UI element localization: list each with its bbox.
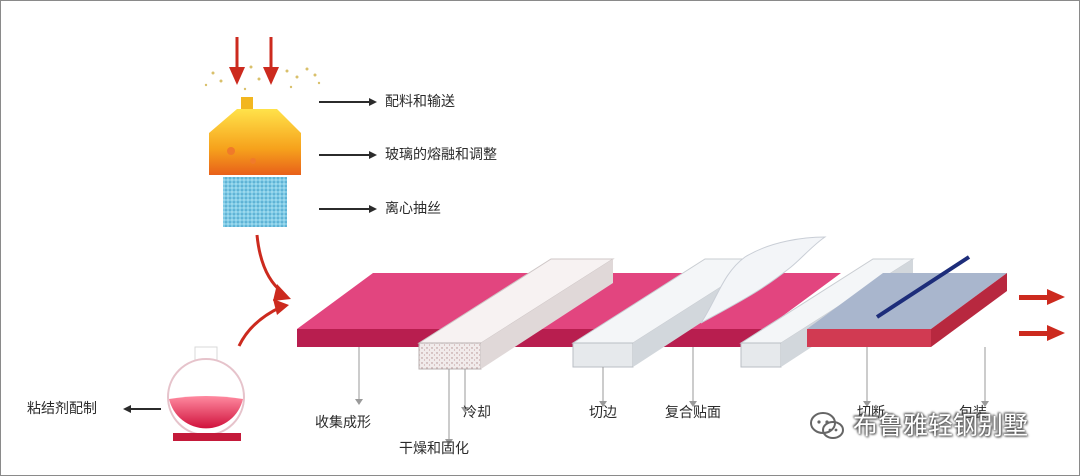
step-melting-label: 玻璃的熔融和调整 [385,147,497,163]
pointer-arrows [319,98,377,213]
raw-material-dots [204,65,321,91]
watermark: 布鲁雅轻钢别墅 [809,411,1028,441]
step-spinning-label: 离心抽丝 [385,201,441,217]
step-packaging-label: 包装 [959,405,987,421]
finished-product [807,255,1007,347]
step-cooling-label: 冷却 [463,405,491,421]
step-collecting-label: 收集成形 [315,415,371,431]
watermark-text: 布鲁雅轻钢别墅 [853,411,1029,440]
output-arrow-icon [1019,289,1065,341]
step-binder-label: 粘结剂配制 [27,401,97,417]
drying-oven [417,258,615,370]
step-laminating-label: 复合贴面 [665,405,721,421]
step-drying-label: 干燥和固化 [399,441,469,457]
step-batching-label: 配料和输送 [385,94,455,110]
step-cutting-label: 切断 [857,405,885,421]
leader-lines [358,347,986,441]
fiber-block [223,177,287,227]
leader-arrowheads [355,399,989,445]
facing-sheet [700,236,827,324]
feed-arrow-icon [229,37,279,85]
wechat-icon [810,412,844,439]
furnace-icon [209,97,301,175]
flask-icon [167,346,245,441]
step-edge-trim-label: 切边 [589,405,617,421]
binder-pointer [123,405,161,413]
